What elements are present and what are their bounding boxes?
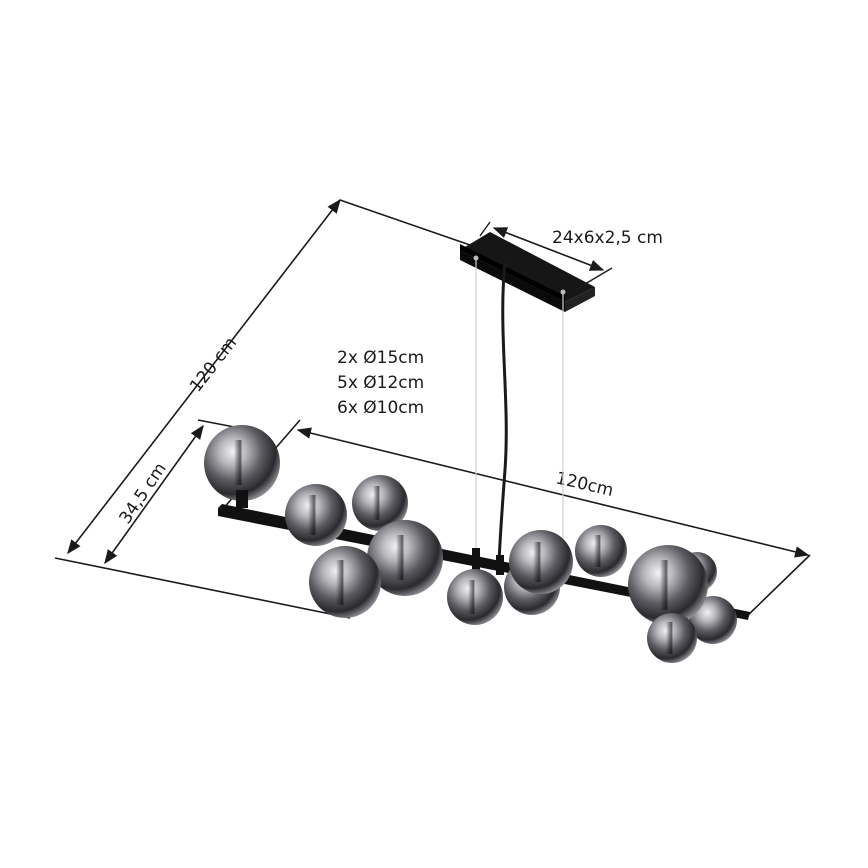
canopy-side <box>565 287 595 312</box>
globe <box>447 569 503 625</box>
canopy-screw <box>473 255 479 261</box>
globe <box>367 520 443 596</box>
ceiling-canopy: 24x6x2,5 cm <box>460 221 663 312</box>
extension-line-top <box>339 199 471 246</box>
globe <box>628 545 708 625</box>
suspension <box>475 260 564 580</box>
canopy-dimension-line <box>492 227 605 271</box>
length-extension-right <box>744 554 811 619</box>
main-bar <box>218 504 750 620</box>
fixture-bar <box>218 504 750 620</box>
globe <box>285 484 347 546</box>
globe-spec-list: 2x Ø15cm 5x Ø12cm 6x Ø10cm <box>337 346 424 421</box>
power-cable <box>497 261 508 563</box>
canopy-front <box>460 250 565 312</box>
globe-spec-10cm: 6x Ø10cm <box>337 398 425 418</box>
length-dimension-line <box>296 427 810 558</box>
canopy-screw <box>560 289 566 295</box>
globe <box>647 613 697 663</box>
height-label: 120 cm <box>186 334 241 397</box>
globe-spec-12cm: 5x Ø12cm <box>337 373 425 393</box>
extension-line-bottom <box>54 557 351 619</box>
globe <box>689 596 737 644</box>
depth-label: 34,5 cm <box>116 459 171 528</box>
globe <box>509 530 573 594</box>
globe <box>575 525 627 577</box>
depth-dimension-line <box>104 424 204 565</box>
glass-globes <box>204 425 737 663</box>
globe-spec-15cm: 2x Ø15cm <box>337 348 425 368</box>
canopy-label: 24x6x2,5 cm <box>552 228 663 248</box>
globe <box>204 425 280 501</box>
globe <box>309 546 381 618</box>
globe <box>352 475 408 531</box>
